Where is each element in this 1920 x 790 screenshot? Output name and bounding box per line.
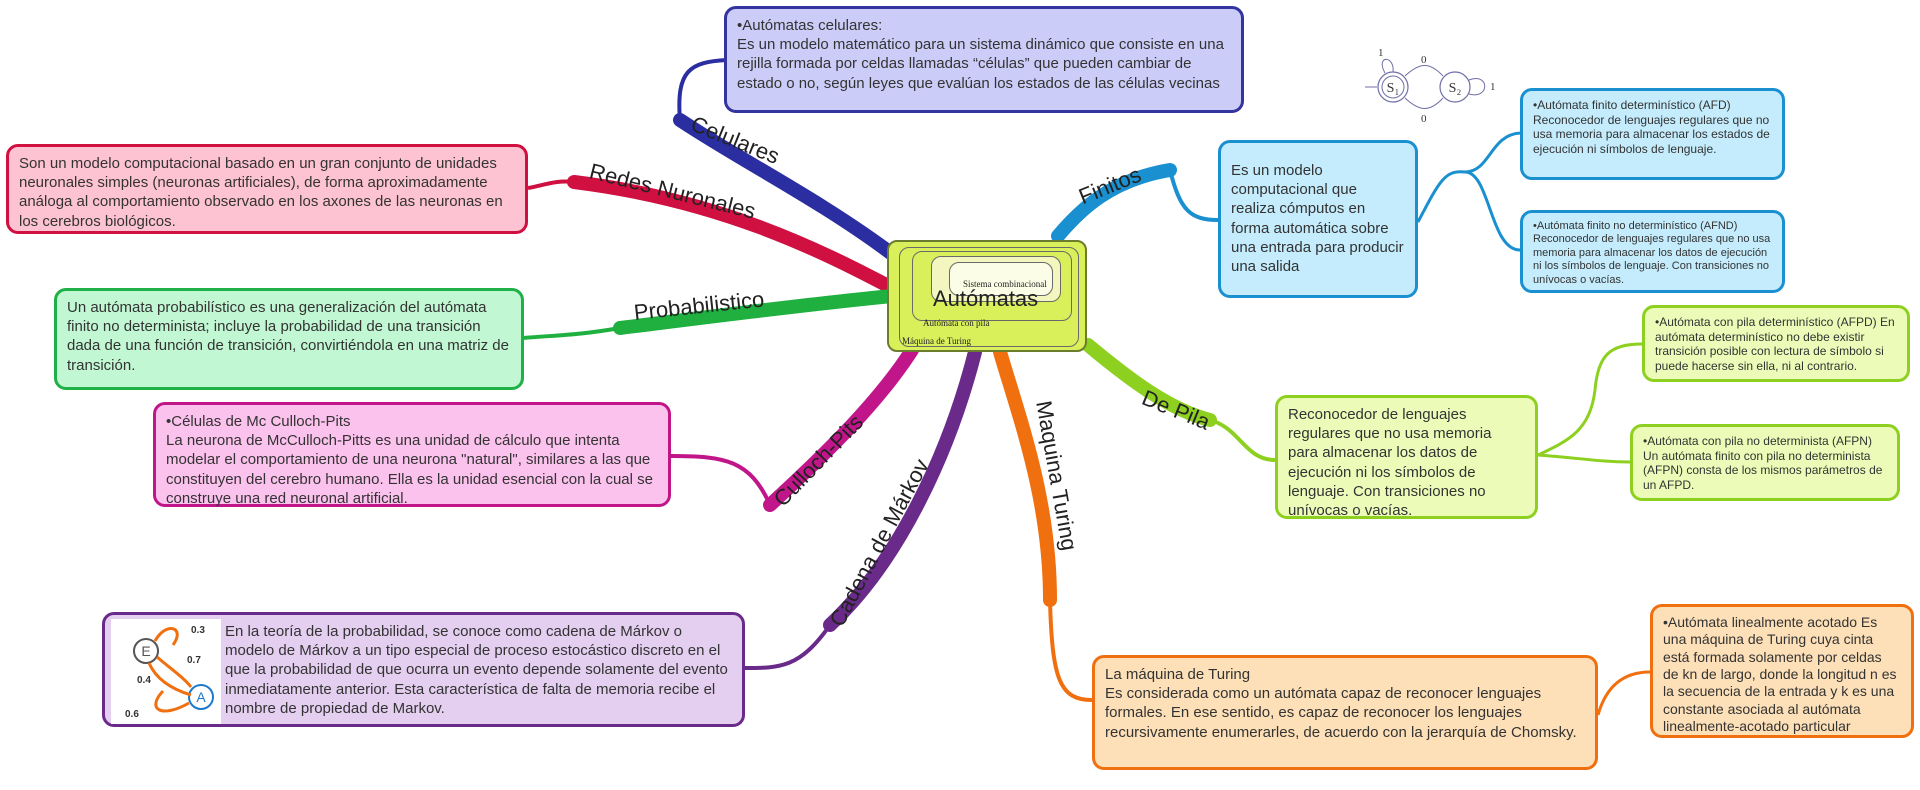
svg-text:0.7: 0.7 (187, 655, 201, 666)
svg-text:0.4: 0.4 (137, 675, 151, 686)
node-afd[interactable]: •Autómata finito determinístico (AFD) Re… (1520, 88, 1785, 180)
central-node[interactable]: Sistema combinacional Autómatas Autómata… (887, 240, 1087, 352)
ring-label-pila: Autómata con pila (923, 318, 990, 328)
node-de-pila[interactable]: Reconocedor de lenguajes regulares que n… (1275, 395, 1538, 519)
branch-line-pila (1081, 338, 1217, 427)
svg-text:0.6: 0.6 (125, 709, 139, 720)
node-culloch-pits[interactable]: •Células de Mc Culloch-Pits La neurona d… (153, 402, 671, 507)
node-celulares[interactable]: •Autómatas celulares: Es un modelo matem… (724, 6, 1244, 113)
branch-line-celulares (673, 113, 899, 261)
svg-text:1: 1 (1490, 81, 1496, 93)
state-s1: S₁ (1387, 81, 1400, 96)
svg-text:0: 0 (1421, 54, 1427, 66)
ring-label-combinacional: Sistema combinacional (963, 279, 1047, 289)
lineal-text: •Autómata linealmente acotado Es una máq… (1663, 614, 1897, 735)
branch-line-finitos (1051, 163, 1177, 243)
celulares-text: Es un modelo matemático para un sistema … (737, 36, 1224, 92)
finite-automaton-diagram: S₁ S₂ 1 0 0 1 (1365, 47, 1496, 125)
turing-text: Es considerada como un autómata capaz de… (1105, 685, 1577, 741)
culloch-heading: •Células de Mc Culloch-Pits (166, 413, 351, 430)
markov-text: En la teoría de la probabilidad, se cono… (225, 623, 728, 717)
ring-turing (899, 247, 1079, 347)
node-afnd[interactable]: •Autómata finito no determinístico (AFND… (1520, 210, 1785, 293)
markov-state-e: E (141, 643, 150, 659)
markov-state-a: A (196, 689, 206, 705)
turing-heading: La máquina de Turing (1105, 666, 1251, 683)
afnd-text: •Autómata finito no determinístico (AFND… (1533, 220, 1771, 286)
node-markov[interactable]: E A 0.3 0.7 0.4 0.6 En la teoría de la p… (102, 612, 745, 727)
svg-text:0.3: 0.3 (191, 625, 205, 636)
ring-pila (912, 251, 1072, 321)
node-afpn[interactable]: •Autómata con pila no determinista (AFPN… (1630, 424, 1900, 501)
branch-line-markov (823, 345, 982, 632)
svg-text:1: 1 (1378, 47, 1384, 59)
culloch-text: La neurona de McCulloch-Pitts es una uni… (166, 432, 653, 507)
node-finitos[interactable]: Es un modelo computacional que realiza c… (1218, 140, 1418, 298)
markov-chain-diagram: E A 0.3 0.7 0.4 0.6 (111, 619, 221, 724)
branch-line-redes (567, 175, 899, 295)
branch-line-probabilistico (613, 289, 899, 335)
celulares-heading: •Autómatas celulares: (737, 17, 883, 34)
ring-label-turing: Máquina de Turing (902, 336, 972, 346)
node-probabilistico[interactable]: Un autómata probabilístico es una genera… (54, 288, 524, 390)
branch-line-turing (993, 345, 1057, 607)
central-title: Autómatas (933, 286, 1039, 311)
ring-inner (949, 262, 1053, 296)
finitos-text: Es un modelo computacional que realiza c… (1231, 162, 1404, 275)
afd-text: •Autómata finito determinístico (AFD) Re… (1533, 98, 1770, 156)
pila-text: Reconocedor de lenguajes regulares que n… (1288, 406, 1492, 519)
state-s2: S₂ (1449, 81, 1462, 96)
node-redes-neuronales[interactable]: Son un modelo computacional basado en un… (6, 144, 528, 234)
redes-text: Son un modelo computacional basado en un… (19, 155, 503, 230)
node-afpd[interactable]: •Autómata con pila determinístico (AFPD)… (1642, 305, 1910, 382)
afpn-text: •Autómata con pila no determinista (AFPN… (1643, 434, 1883, 492)
branch-line-culloch (763, 343, 919, 512)
svg-text:0: 0 (1421, 113, 1427, 125)
probabilistico-text: Un autómata probabilístico es una genera… (67, 299, 509, 374)
node-turing[interactable]: La máquina de Turing Es considerada como… (1092, 655, 1598, 770)
afpd-text: •Autómata con pila determinístico (AFPD)… (1655, 315, 1895, 373)
node-automata-lineal[interactable]: •Autómata linealmente acotado Es una máq… (1650, 604, 1914, 738)
